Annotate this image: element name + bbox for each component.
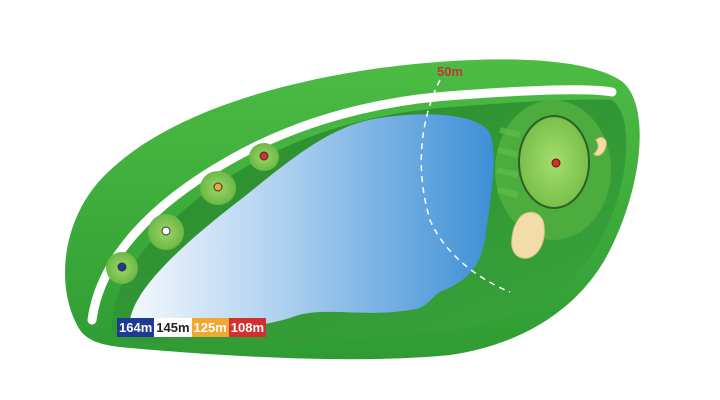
tee-distance-legend: 164m 145m 125m 108m: [117, 318, 266, 337]
tee-marker-icon: [260, 152, 268, 160]
tee-distance-white: 145m: [154, 318, 191, 337]
tee-marker-icon: [214, 183, 222, 191]
distance-label-50m: 50m: [437, 64, 463, 79]
tee-distance-red: 108m: [229, 318, 266, 337]
tee-marker-icon: [162, 227, 170, 235]
tee-distance-gold: 125m: [192, 318, 229, 337]
flag-dot-icon: [552, 159, 560, 167]
tee-distance-blue: 164m: [117, 318, 154, 337]
tee-marker-icon: [118, 263, 126, 271]
